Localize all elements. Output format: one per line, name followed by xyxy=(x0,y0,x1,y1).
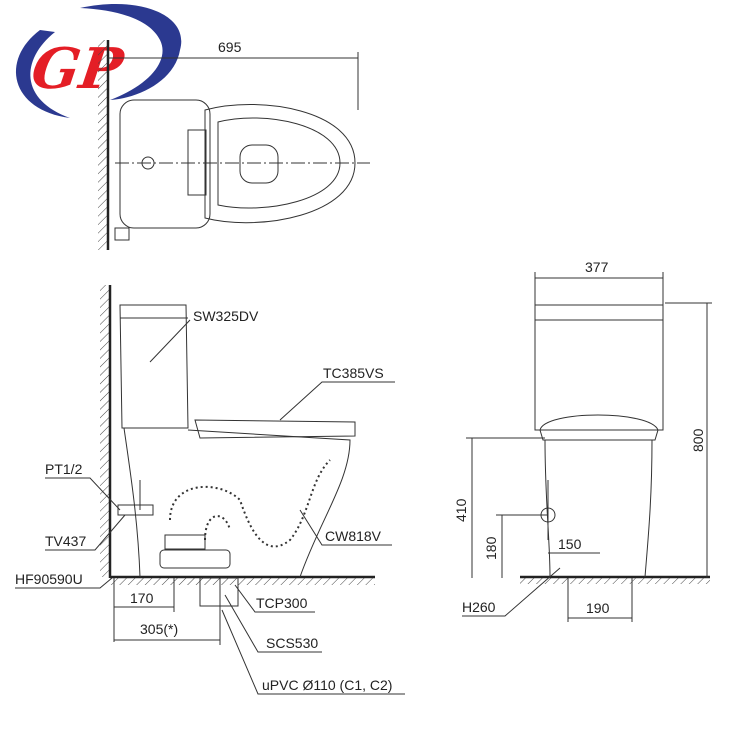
label-scs530: SCS530 xyxy=(266,635,318,651)
label-h260: H260 xyxy=(462,599,496,615)
label-tcp300: TCP300 xyxy=(256,595,308,611)
dim-695: 695 xyxy=(218,39,242,55)
front-view: 377 800 410 180 150 190 H260 xyxy=(453,259,712,622)
label-sw325dv: SW325DV xyxy=(193,308,259,324)
label-hf90590u: HF90590U xyxy=(15,571,83,587)
dim-410: 410 xyxy=(453,498,469,522)
side-view: SW325DV TC385VS PT1/2 TV437 HF90590U CW8… xyxy=(15,285,405,695)
label-tc385vs: TC385VS xyxy=(323,365,384,381)
gp-logo: GP xyxy=(16,4,182,118)
dim-800: 800 xyxy=(690,428,706,452)
dim-150: 150 xyxy=(558,536,582,552)
svg-text:GP: GP xyxy=(28,36,129,102)
label-cw818v: CW818V xyxy=(325,528,382,544)
label-tv437: TV437 xyxy=(45,533,86,549)
top-view: 695 xyxy=(98,39,370,250)
label-pt12: PT1/2 xyxy=(45,461,83,477)
dim-190: 190 xyxy=(586,600,610,616)
dim-180: 180 xyxy=(483,536,499,560)
label-upvc: uPVC Ø110 (C1, C2) xyxy=(262,677,392,693)
dim-170: 170 xyxy=(130,590,154,606)
dim-377: 377 xyxy=(585,259,609,275)
dim-305: 305(*) xyxy=(140,621,178,637)
